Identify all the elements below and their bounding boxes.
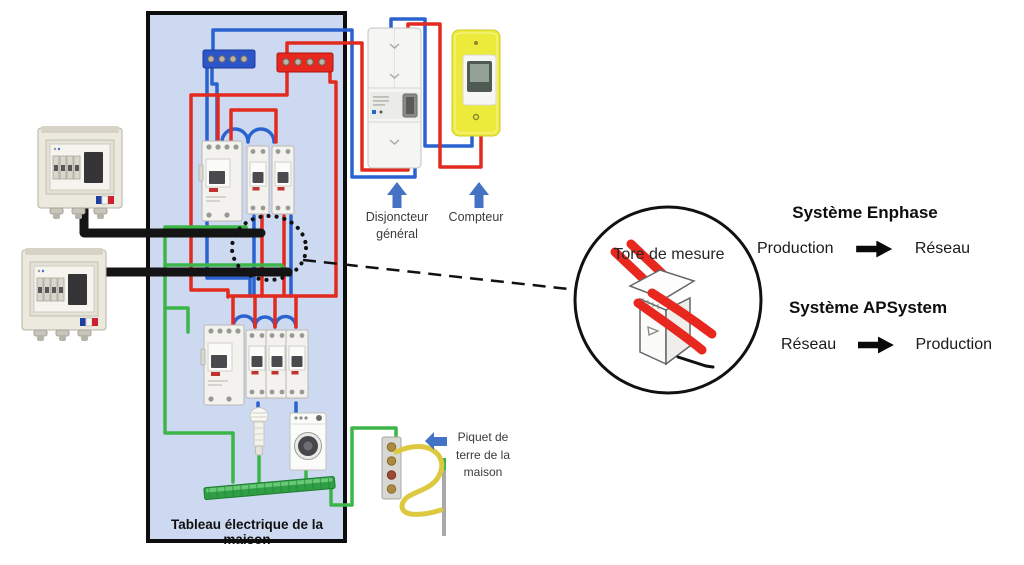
enphase-to: Réseau [914,240,970,257]
ground-rod-label: Piquet de terre de la maison [445,429,521,482]
ct-clamp-label: Tore de mesure [613,246,725,263]
ct-clamp-callout [573,205,763,395]
cfl-lamp-icon [249,407,269,456]
main-breaker-label: Disjoncteur général [352,209,442,242]
ground-assembly [381,432,447,536]
phase-terminal-block [276,52,334,73]
ct-clamp-icon [610,239,717,369]
apsystem-flow-row: Réseau Production [781,336,992,354]
ground-rod-label-line1: Piquet de [457,430,509,444]
apsystem-to: Production [915,336,993,353]
feed-cable-top-box [79,203,266,238]
ground-rod-label-line3: maison [463,465,503,479]
washing-machine-icon [289,412,327,471]
flow-arrow-icon [857,336,894,354]
wires-red [189,22,483,329]
pv-enclosure-box-1 [37,125,123,220]
zoom-leader-line [302,258,579,292]
enphase-from: Production [757,240,834,257]
apsystem-title: Système APSystem [788,298,948,317]
earth-wire [393,444,445,517]
up-arrow-icon [387,182,407,208]
upper-breaker-row [198,140,295,222]
enphase-title: Système Enphase [792,203,938,222]
neutral-terminal-block [202,49,256,69]
main-breaker-label-line1: Disjoncteur [365,210,429,224]
main-breaker-label-line2: général [376,226,418,241]
ground-bus-icon [203,476,336,501]
up-arrow-icon [469,182,489,208]
zoom-ellipse [230,214,308,282]
lower-breaker-row [200,324,309,406]
main-breaker-icon [367,27,422,169]
enphase-flow-row: Production Réseau [757,240,970,258]
meter-label: Compteur [448,210,504,224]
ground-rod-label-line2: terre de la [455,447,511,462]
meter-icon [451,29,501,137]
left-arrow-icon [425,432,447,450]
panel-label: Tableau électrique de la maison [170,517,324,547]
pv-enclosure-box-2 [21,247,107,342]
apsystem-from: Réseau [781,336,837,353]
flow-arrow-icon [856,240,893,258]
